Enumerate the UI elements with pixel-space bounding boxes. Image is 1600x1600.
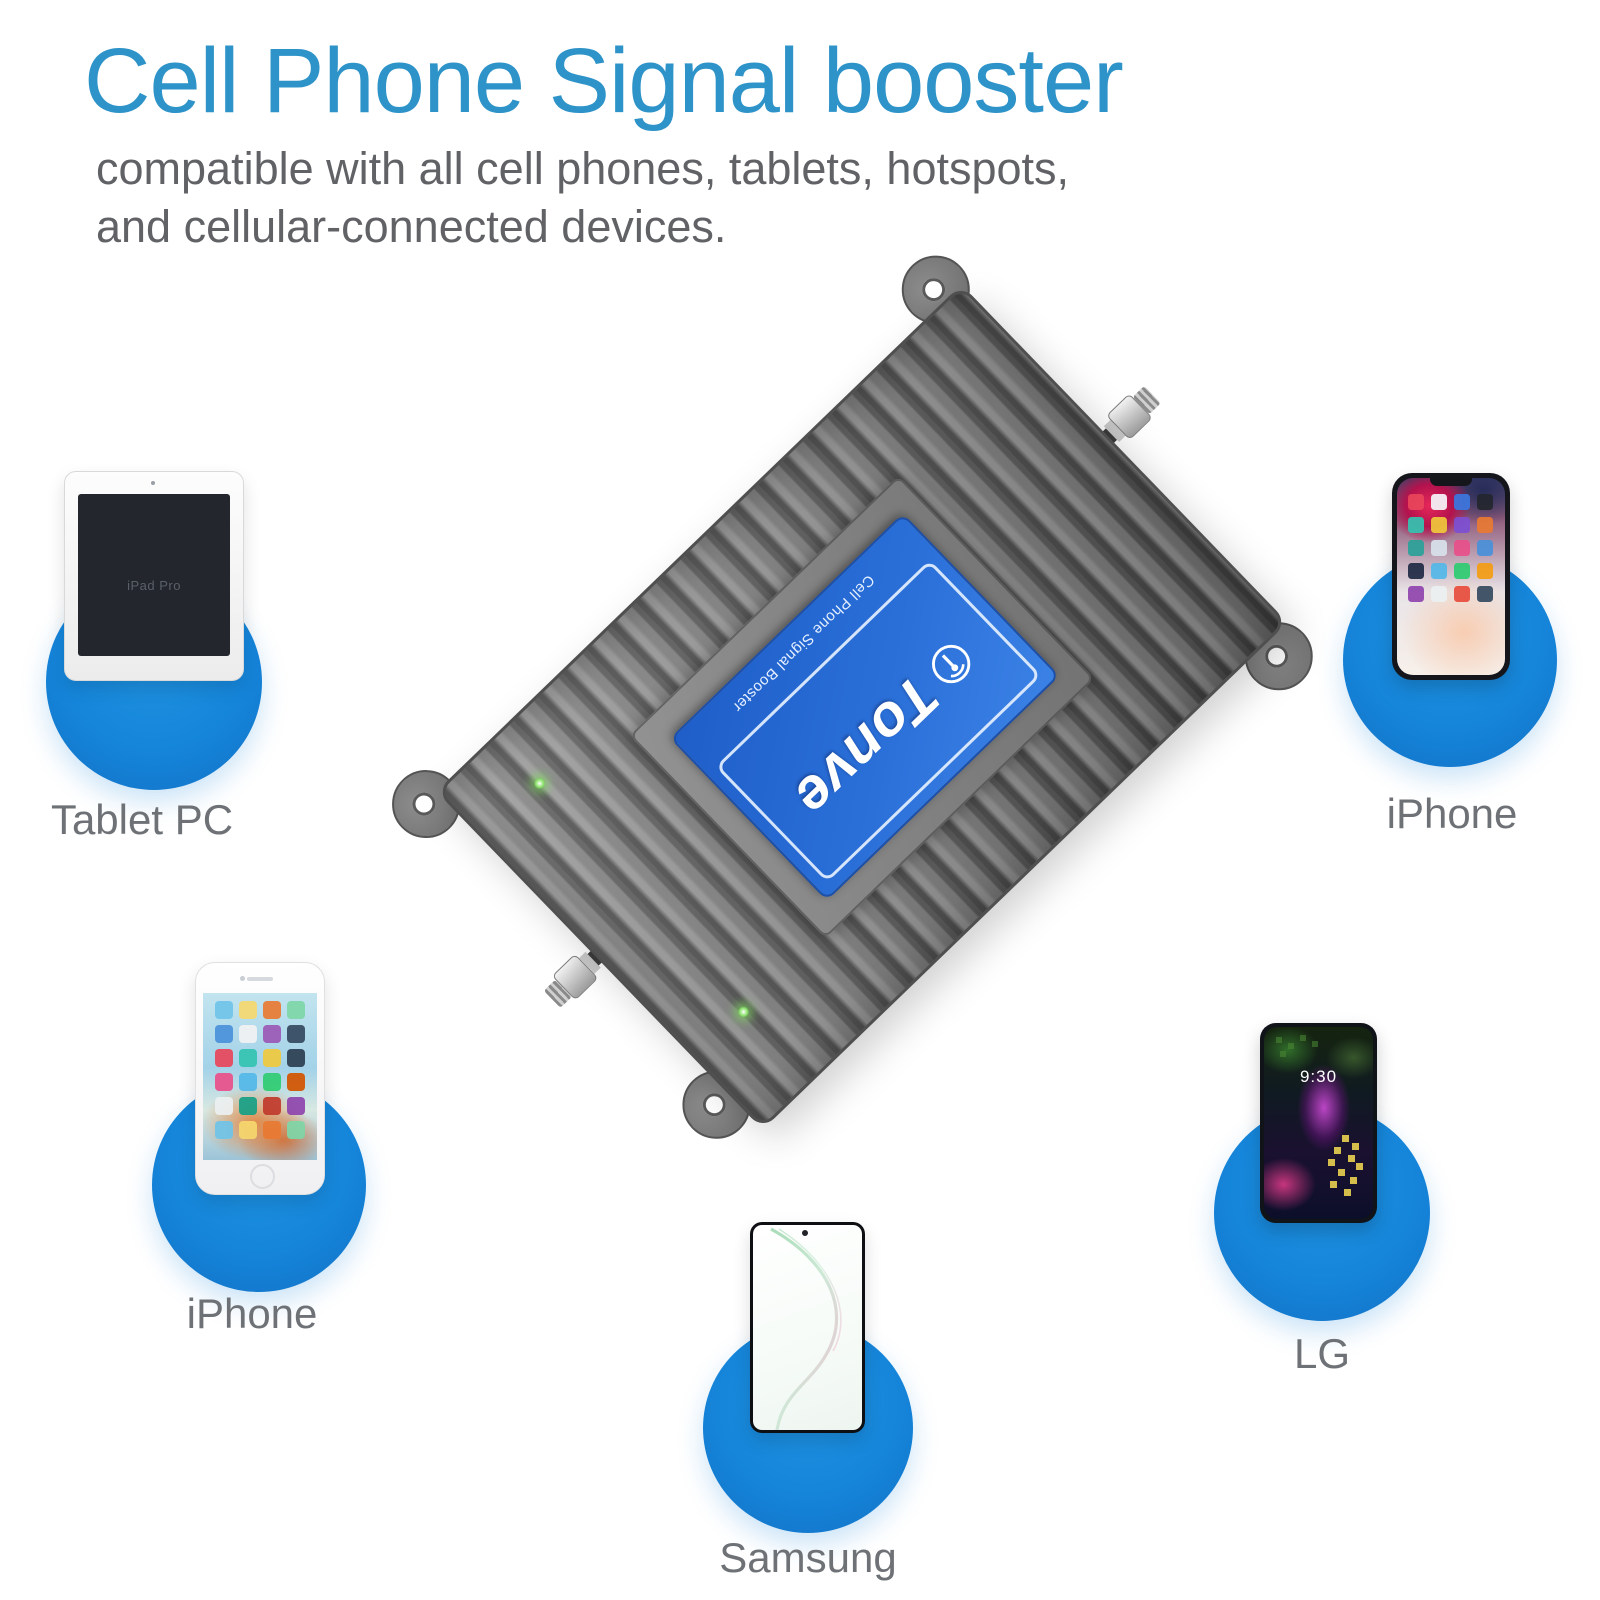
home-button <box>250 1164 275 1189</box>
wallpaper-curve <box>770 1227 842 1430</box>
lg-clock-text: 9:30 <box>1299 1067 1338 1086</box>
page-subtitle: compatible with all cell phones, tablets… <box>96 140 1069 256</box>
signal-booster-device: Tonve Cell Phone Signal Booster <box>378 241 1327 1153</box>
brand-logo: Tonve <box>747 593 1024 863</box>
device-label-iphone-6: iPhone <box>186 1290 318 1337</box>
device-label-lg: LG <box>1293 1330 1351 1377</box>
tablet-screen: iPad Pro <box>78 494 230 656</box>
camera-dot-icon <box>240 976 245 981</box>
booster-brand-plate: Tonve Cell Phone Signal Booster <box>669 513 1060 901</box>
iphone-6-image <box>195 962 325 1195</box>
lg-phone-image: 9:30 <box>1260 1023 1377 1223</box>
tablet-image: iPad Pro <box>64 471 244 681</box>
wallpaper-pixels <box>1276 1035 1363 1196</box>
samsung-phone-image <box>750 1222 865 1433</box>
iphone-x-screen <box>1397 478 1505 675</box>
notch <box>1430 478 1472 486</box>
camera-dot-icon <box>151 481 155 485</box>
tablet-screen-text: iPad Pro <box>127 578 181 593</box>
device-label-iphone-x: iPhone <box>1386 790 1518 837</box>
screw-hole <box>407 787 441 821</box>
app-grid-icons <box>1408 494 1493 602</box>
iphone-6-screen <box>203 993 317 1160</box>
screw-hole <box>698 1088 731 1121</box>
iphone-x-image <box>1392 473 1510 680</box>
samsung-screen <box>753 1225 862 1430</box>
app-grid-icons <box>215 1001 305 1139</box>
subtitle-line-1: compatible with all cell phones, tablets… <box>96 143 1070 194</box>
subtitle-line-2: and cellular-connected devices. <box>96 201 727 252</box>
antenna-icon <box>932 645 971 684</box>
punch-hole-camera <box>802 1230 808 1236</box>
page-title: Cell Phone Signal booster <box>84 30 1124 132</box>
device-label-samsung: Samsung <box>719 1534 897 1581</box>
speaker-slit <box>247 977 273 981</box>
device-label-tablet: Tablet PC <box>50 796 234 843</box>
screw-hole <box>1260 639 1293 673</box>
lg-screen: 9:30 <box>1264 1027 1373 1219</box>
